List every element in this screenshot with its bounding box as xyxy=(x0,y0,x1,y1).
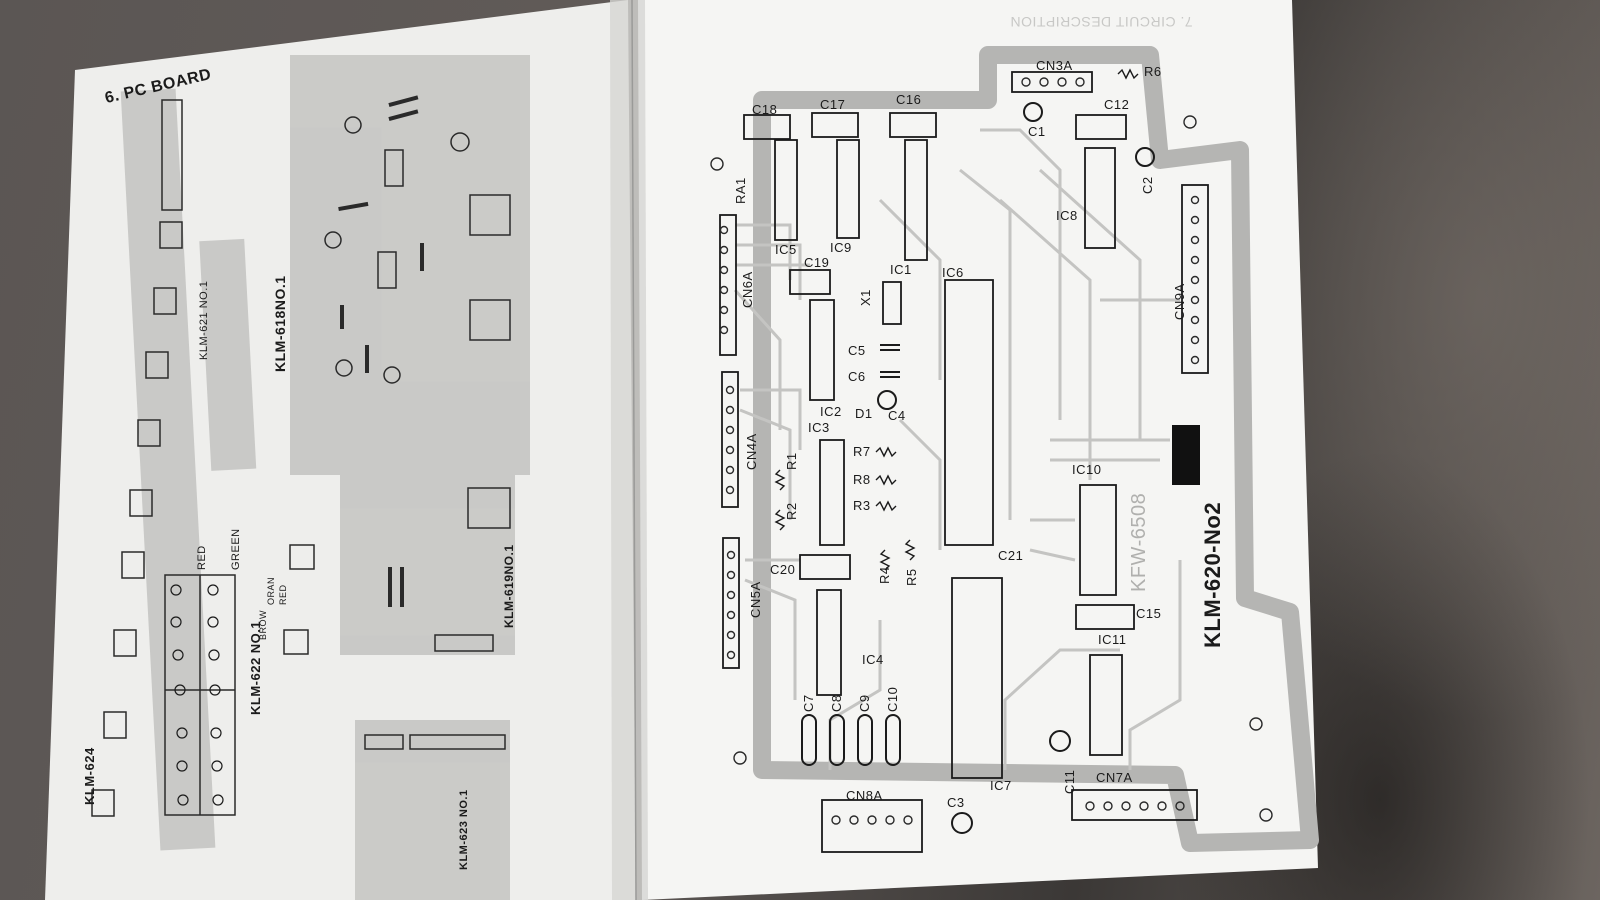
label-ra1: RA1 xyxy=(733,177,748,204)
label-x1: X1 xyxy=(858,289,873,306)
label-cn4a: CN4A xyxy=(744,433,759,470)
board-name: KLM-620-No2 xyxy=(1200,501,1225,648)
left-led-grid xyxy=(170,584,224,806)
cable-block xyxy=(1172,425,1200,485)
board-code: KFW-6508 xyxy=(1128,492,1150,592)
label-ic9: IC9 xyxy=(830,240,852,255)
label-c5: C5 xyxy=(848,343,866,358)
led-color-green: GREEN xyxy=(230,528,242,570)
board-label-klm619: KLM-619NO.1 xyxy=(502,544,516,628)
label-r1: R1 xyxy=(784,452,799,470)
label-ic8: IC8 xyxy=(1056,208,1078,223)
label-ic4: IC4 xyxy=(862,652,884,667)
label-c20: C20 xyxy=(770,562,796,577)
label-r4: R4 xyxy=(877,566,892,584)
left-bars xyxy=(338,95,424,607)
label-c9: C9 xyxy=(857,694,872,712)
right-page xyxy=(638,0,1318,900)
label-cn7a: CN7A xyxy=(1096,770,1133,785)
label-cn3a: CN3A xyxy=(1036,58,1073,73)
label-c19: C19 xyxy=(804,255,830,270)
label-c16: C16 xyxy=(896,92,922,107)
label-c17: C17 xyxy=(820,97,846,112)
led-color-oran: ORAN xyxy=(266,576,276,605)
led-color-brow: BROW xyxy=(258,610,268,640)
label-r2: R2 xyxy=(784,502,799,520)
label-cn6a: CN6A xyxy=(740,271,755,308)
label-c12: C12 xyxy=(1104,97,1130,112)
pcb-pads xyxy=(710,77,1273,825)
label-c2: C2 xyxy=(1140,176,1155,194)
board-label-klm623: KLM-623 NO.1 xyxy=(458,789,470,870)
label-ic10: IC10 xyxy=(1072,462,1102,477)
label-cn8a: CN8A xyxy=(846,788,883,803)
label-ic7: IC7 xyxy=(990,778,1012,793)
label-ic1: IC1 xyxy=(890,262,912,277)
label-cn5a: CN5A xyxy=(748,581,763,618)
label-ic3: IC3 xyxy=(808,420,830,435)
board-label-klm624: KLM-624 xyxy=(82,747,97,805)
led-color-red: RED xyxy=(196,545,208,570)
led-color-red-2: RED xyxy=(278,584,288,605)
left-schematics xyxy=(120,55,530,900)
label-cn9a: CN9A xyxy=(1172,283,1187,320)
label-c15: C15 xyxy=(1136,606,1162,621)
label-r7: R7 xyxy=(853,444,871,459)
pcb-capacitors xyxy=(801,102,1155,834)
board-label-klm621: KLM-621 NO.1 xyxy=(198,280,210,360)
pcb-connectors xyxy=(719,71,1209,853)
pcb-resistors xyxy=(774,68,1139,571)
label-r3: R3 xyxy=(853,498,871,513)
pcb-ics xyxy=(774,139,1123,779)
label-r8: R8 xyxy=(853,472,871,487)
label-c10: C10 xyxy=(885,686,900,712)
label-c7: C7 xyxy=(801,694,816,712)
page-header-faint: 7. CIRCUIT DESCRIPTION xyxy=(1010,14,1193,30)
pcb-traces xyxy=(733,128,1182,770)
label-r6: R6 xyxy=(1144,64,1162,79)
label-d1: D1 xyxy=(855,406,873,421)
label-ic6: IC6 xyxy=(942,265,964,280)
label-c18: C18 xyxy=(752,102,778,117)
label-c4: C4 xyxy=(888,408,906,423)
left-schematic-ink xyxy=(91,99,511,817)
label-ic11: IC11 xyxy=(1098,632,1127,647)
label-c1: C1 xyxy=(1028,124,1046,139)
board-label-klm618: KLM-618NO.1 xyxy=(272,275,288,372)
label-ic2: IC2 xyxy=(820,404,842,419)
label-c6: C6 xyxy=(848,369,866,384)
pcb-outline xyxy=(753,46,1319,852)
label-c21: C21 xyxy=(998,548,1024,563)
label-c8: C8 xyxy=(829,694,844,712)
label-r5: R5 xyxy=(904,568,919,586)
label-c11: C11 xyxy=(1062,769,1077,794)
label-c3: C3 xyxy=(947,795,965,810)
label-ic5: IC5 xyxy=(775,242,797,257)
